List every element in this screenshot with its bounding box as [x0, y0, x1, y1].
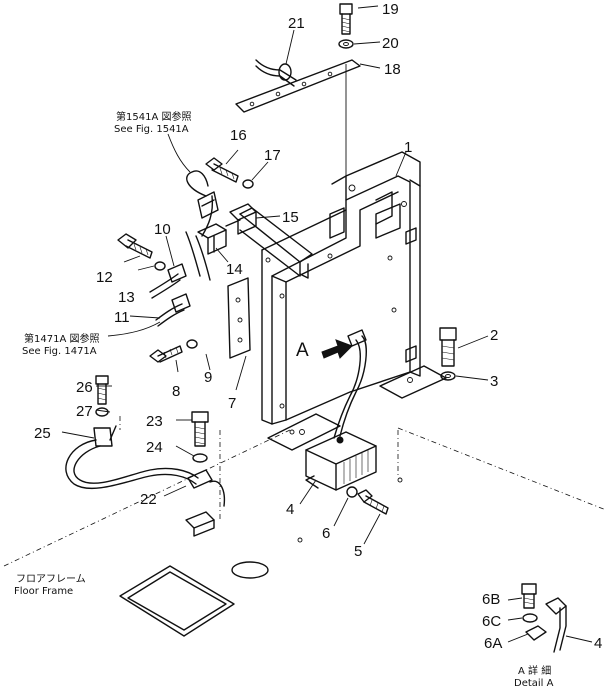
- clamp-21: [255, 59, 297, 87]
- note-detail-a-jp: A 詳 細: [518, 664, 551, 677]
- callout-12: 12: [96, 269, 113, 286]
- bolt-2: [439, 327, 457, 367]
- washer-27: [95, 407, 109, 417]
- floor-frame: [3, 416, 607, 637]
- callout-3: 3: [490, 373, 498, 390]
- harness-upper: [185, 170, 219, 281]
- washer-20: [338, 39, 354, 49]
- bolt-12: [117, 233, 153, 259]
- support-strip: [235, 59, 361, 176]
- washer-9: [186, 339, 198, 349]
- washer-17: [242, 179, 254, 189]
- detail-harness: [333, 329, 367, 439]
- clip-25: [93, 425, 117, 447]
- bolt-23: [191, 411, 209, 447]
- callout-6a: 6A: [484, 635, 502, 652]
- note-see-1471a-jp: 第1471A 図参照: [24, 332, 99, 345]
- callout-2: 2: [490, 327, 498, 344]
- callout-17: 17: [264, 147, 281, 164]
- washer-13: [154, 261, 166, 271]
- clip-11: [155, 293, 191, 327]
- washer-3: [440, 371, 456, 381]
- callout-27: 27: [76, 403, 93, 420]
- callout-8: 8: [172, 383, 180, 400]
- bolt-26: [95, 375, 109, 405]
- callout-13: 13: [118, 289, 135, 306]
- callout-22: 22: [140, 491, 157, 508]
- callout-10: 10: [154, 221, 171, 238]
- note-see-1541a-jp: 第1541A 図参照: [116, 110, 191, 123]
- bolt-19: [339, 3, 353, 35]
- note-floor-frame-en: Floor Frame: [14, 586, 73, 597]
- callout-4-detail: 4: [594, 635, 602, 652]
- note-floor-frame-jp: フロアフレーム: [16, 573, 86, 585]
- callout-21: 21: [288, 15, 305, 32]
- detail-a-assembly: [521, 583, 567, 653]
- callout-7: 7: [228, 395, 236, 412]
- callout-23: 23: [146, 413, 163, 430]
- reference-notes: 第1541A 図参照 See Fig. 1541A 第1471A 図参照 See…: [14, 110, 554, 688]
- callout-4: 4: [286, 501, 294, 518]
- callout-6: 6: [322, 525, 330, 542]
- bracket-frame: [239, 151, 447, 451]
- callout-16: 16: [230, 127, 247, 144]
- washer-24: [192, 453, 208, 463]
- connector-14: [197, 223, 227, 255]
- bolt-16: [205, 157, 239, 183]
- callout-14: 14: [226, 261, 243, 278]
- relay-15: [225, 203, 257, 235]
- note-detail-a-en: Detail A: [514, 678, 554, 688]
- callout-26: 26: [76, 379, 93, 396]
- callout-6c: 6C: [482, 613, 501, 630]
- callout-20: 20: [382, 35, 399, 52]
- view-arrow-a: [321, 339, 353, 359]
- callout-6b: 6B: [482, 591, 500, 608]
- callout-24: 24: [146, 439, 163, 456]
- bolt-5: [357, 489, 389, 515]
- note-see-1471a-en: See Fig. 1471A: [22, 346, 97, 357]
- callout-labels: 19 20 18 21 1 15 16 17 10 14 12 13 11 9 …: [34, 1, 602, 652]
- callout-19: 19: [382, 1, 399, 18]
- harness-loop: [65, 439, 226, 507]
- callout-15: 15: [282, 209, 299, 226]
- bolt-8: [149, 345, 183, 363]
- regulator-4: [305, 431, 377, 491]
- leader-lines: [61, 5, 593, 643]
- clip-10: [149, 263, 187, 299]
- plate-7: [227, 277, 251, 359]
- callout-5: 5: [354, 543, 362, 560]
- note-see-1541a-en: See Fig. 1541A: [114, 124, 189, 135]
- view-arrow-label: A: [296, 340, 309, 361]
- callout-11: 11: [114, 309, 130, 326]
- callout-1: 1: [404, 139, 412, 156]
- callout-18: 18: [384, 61, 401, 78]
- callout-9: 9: [204, 369, 212, 386]
- callout-25: 25: [34, 425, 51, 442]
- washer-6: [346, 486, 358, 498]
